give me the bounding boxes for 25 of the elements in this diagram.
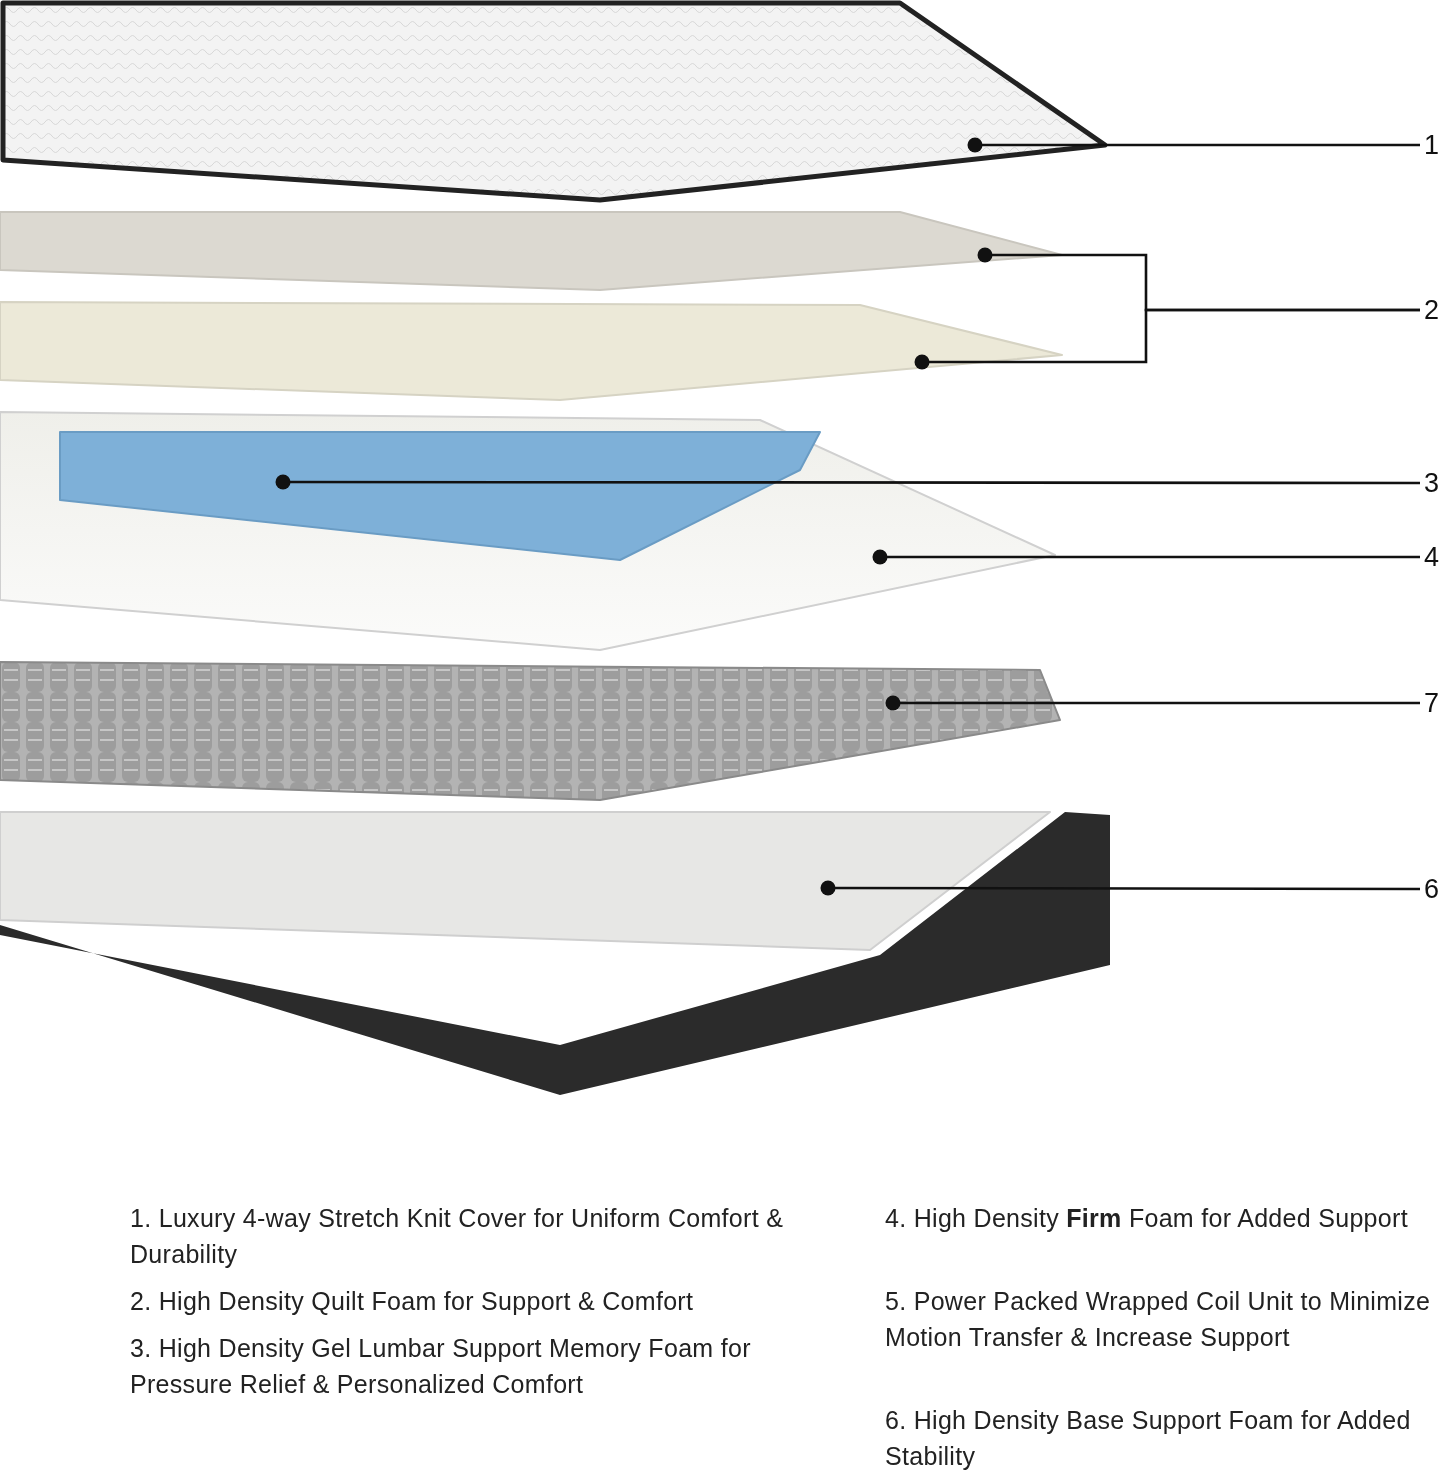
wrapped-coil-unit-drawing	[0, 662, 1060, 800]
feature-note: 3. High Density Gel Lumbar Support Memory Foam for Pressure Relief & Personalized Comfort	[130, 1333, 752, 1400]
callout-number: 4	[1424, 542, 1440, 572]
knit-cover-drawing	[3, 3, 1105, 200]
leader-line	[914, 308, 1420, 370]
callout-number: 2	[1424, 295, 1440, 325]
mattress-base-drawing	[0, 812, 1110, 1095]
feature-note: 2. High Density Quilt Foam for Support & Comfort	[130, 1286, 695, 1317]
callout-number: 3	[1424, 468, 1440, 498]
leader-line	[885, 695, 1420, 711]
leader-line	[820, 880, 1420, 896]
quilt-foam-layer-drawing	[0, 212, 1062, 290]
feature-note: 6. High Density Base Support Foam for Added Stability	[885, 1405, 1412, 1472]
callout-number: 6	[1424, 874, 1440, 904]
callout-number: 7	[1424, 688, 1440, 718]
feature-note: 5. Power Packed Wrapped Coil Unit to Minimize Motion Transfer & Increase Support	[885, 1286, 1432, 1353]
leader-line	[275, 474, 1420, 490]
feature-note: 1. Luxury 4-way Stretch Knit Cover for Uniform Comfort & Durability	[130, 1203, 785, 1270]
callout-number: 1	[1424, 130, 1440, 160]
leader-line	[872, 549, 1420, 565]
gel-memory-foam-pad-drawing	[60, 432, 820, 560]
quilt-foam-layer-drawing	[0, 302, 1062, 400]
firm-foam-layer-drawing	[0, 412, 1055, 650]
leader-line	[967, 137, 1420, 153]
feature-note: 4. High Density Firm Foam for Added Support	[885, 1203, 1409, 1234]
